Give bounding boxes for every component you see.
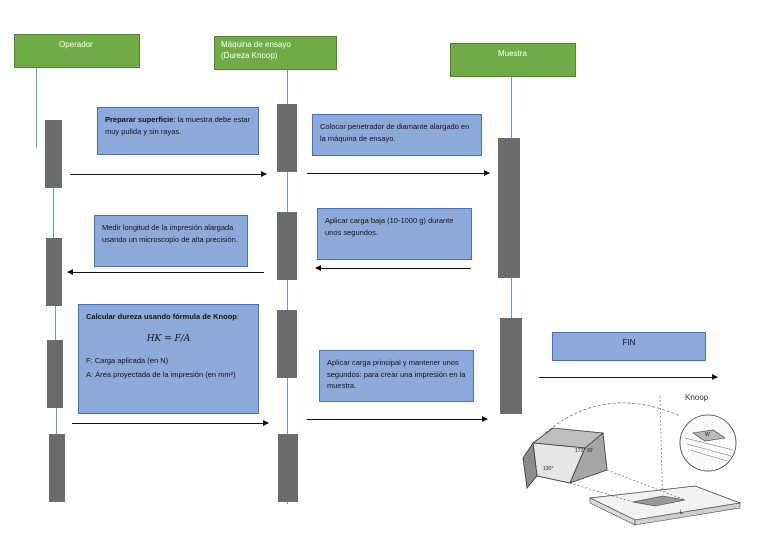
sweep-arc [544,402,681,434]
note-f-definition: F: Carga aplicada (en N) [86,355,169,365]
note-medir-text: Medir longitud de la impresión alargada … [102,223,238,244]
activation-maquina-3 [277,310,297,378]
header-maquina-line1: Máquina de ensayo [221,40,291,49]
indenter-shaft [522,441,538,489]
note-a-definition: A: Área proyectada de la impresión (en m… [86,370,236,380]
lifeline-operador-segment [55,306,56,340]
formula-knoop: HK = F/A [146,333,191,344]
activation-maquina-4 [278,434,298,502]
hatch-line [689,449,728,462]
activation-maquina-2 [277,212,297,280]
projection-line [569,482,634,503]
arrow-maquina-to-muestra-1 [307,170,490,176]
arrow-maquina-to-muestra-2 [307,416,488,422]
header-operador: Operador [14,34,140,68]
hatch-line [684,437,734,451]
projection-line [606,469,686,501]
activation-operador-4 [49,434,65,502]
hatch-line [686,443,732,457]
arrow-operador-to-maquina-1 [70,171,267,177]
arrow-muestra-to-maquina [315,265,471,271]
angle-label-1: 172° 30' [575,448,593,454]
activation-operador-2 [46,238,62,306]
specimen-plate-side [634,502,741,526]
note-aplicar-principal-text: Aplicar carga principal y mantener unos … [327,358,466,391]
lifeline-operador-segment [53,188,54,238]
header-maquina: Máquina de ensayo (Dureza Knoop) [214,36,337,70]
header-muestra: Muestra [450,43,576,77]
note-preparar-text: : la muestra debe estar muy pulida y sin… [105,115,251,136]
lifeline-operador-segment [56,408,57,434]
detail-indent [692,429,726,442]
note-aplicar-carga-principal: Aplicar carga principal y mantener unos … [319,350,474,402]
detail-magnifier [679,414,737,472]
arrow-to-fin [539,374,718,380]
note-colocar-text: Colocar penetrador de diamante alargado … [320,122,470,143]
activation-operador-3 [47,340,63,408]
note-colocar-penetrador: Colocar penetrador de diamante alargado … [312,114,482,156]
header-operador-label: Operador [59,40,93,49]
impression-mark [632,495,686,507]
note-preparar-bold: Preparar superficie [105,115,174,124]
knoop-indenter-illustration: Knoop 172° 30' 130° W L [522,393,742,526]
header-muestra-label: Muestra [498,49,527,58]
fin-box: FIN [552,332,706,361]
lifeline-maquina [287,70,288,504]
note-aplicar-carga-baja: Aplicar carga baja (10-1000 g) durante u… [317,208,472,260]
note-calcular-bold: Calcular dureza usando fórmula de Knoop [86,312,237,321]
note-preparar-superficie: Preparar superficie: la muestra debe est… [97,107,259,155]
activation-muestra-1 [498,138,520,278]
activation-muestra-2 [500,318,522,414]
activation-operador-1 [45,120,62,188]
arrow-operador-to-maquina-2 [72,420,269,426]
activation-maquina-1 [277,104,297,172]
angle-label-2: 130° [543,466,553,472]
arrow-maquina-to-operador [67,269,264,275]
note-calcular-colon: : [236,312,239,321]
fin-label: FIN [622,338,636,347]
header-maquina-line2: (Dureza Knoop) [221,50,278,60]
lifeline-operador [36,68,37,148]
note-calcular-dureza: Calcular dureza usando fórmula de Knoop:… [78,304,259,414]
note-medir-longitud: Medir longitud de la impresión alargada … [94,215,248,267]
note-aplicar-baja-text: Aplicar carga baja (10-1000 g) durante u… [325,216,454,237]
illustration-title: Knoop [685,393,709,402]
dimension-w-label: W [705,432,710,438]
dimension-l-label: L [680,510,684,516]
